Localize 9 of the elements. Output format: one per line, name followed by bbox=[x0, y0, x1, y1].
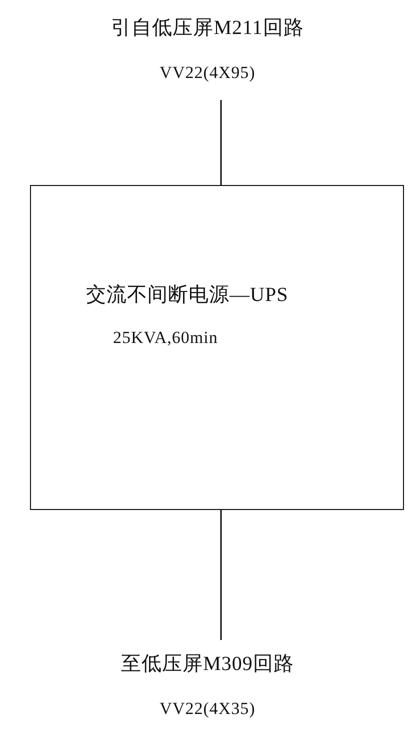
connector-line bbox=[220, 510, 222, 640]
box-title: 交流不间断电源—UPS bbox=[86, 283, 288, 308]
connector-line bbox=[220, 100, 222, 185]
box-spec: 25KVA,60min bbox=[113, 328, 218, 348]
cable-label: VV22(4X95) bbox=[160, 63, 256, 83]
ups-box bbox=[30, 185, 404, 510]
cable-label: VV22(4X35) bbox=[160, 699, 256, 719]
circuit-label: 至低压屏M309回路 bbox=[121, 652, 294, 677]
circuit-label: 引自低压屏M211回路 bbox=[111, 16, 304, 41]
